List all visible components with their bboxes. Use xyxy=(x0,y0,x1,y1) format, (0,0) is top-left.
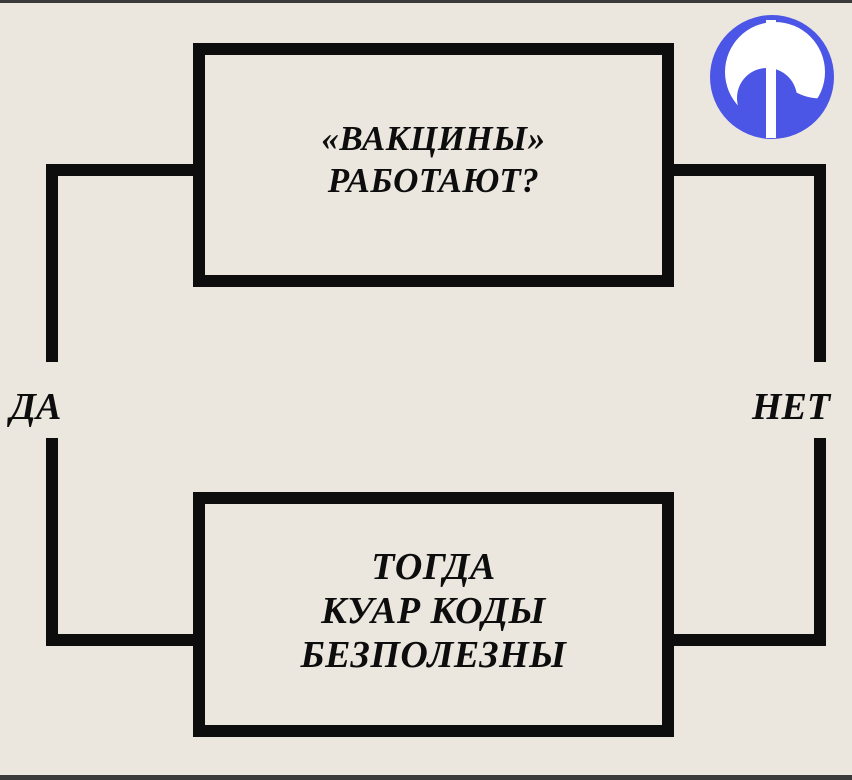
circle-logo-icon xyxy=(710,15,834,139)
connector-right-upper xyxy=(672,164,826,362)
conclusion-text: ТОГДА КУАР КОДЫ БЕЗПОЛЕЗНЫ xyxy=(301,545,567,677)
no-label: НЕТ xyxy=(752,386,831,428)
question-box: «ВАКЦИНЫ» РАБОТАЮТ? xyxy=(193,43,674,287)
yes-label: ДА xyxy=(10,386,62,428)
question-line-2: РАБОТАЮТ? xyxy=(327,161,540,200)
question-text: «ВАКЦИНЫ» РАБОТАЮТ? xyxy=(321,118,545,202)
connector-left-upper xyxy=(46,164,195,362)
conclusion-line-2: КУАР КОДЫ xyxy=(321,589,546,632)
conclusion-line-3: БЕЗПОЛЕЗНЫ xyxy=(300,633,567,676)
conclusion-line-1: ТОГДА xyxy=(371,545,496,588)
question-line-1: «ВАКЦИНЫ» xyxy=(321,119,546,158)
conclusion-box: ТОГДА КУАР КОДЫ БЕЗПОЛЕЗНЫ xyxy=(193,492,674,737)
connector-left-lower xyxy=(46,438,195,646)
connector-right-lower xyxy=(672,438,826,646)
